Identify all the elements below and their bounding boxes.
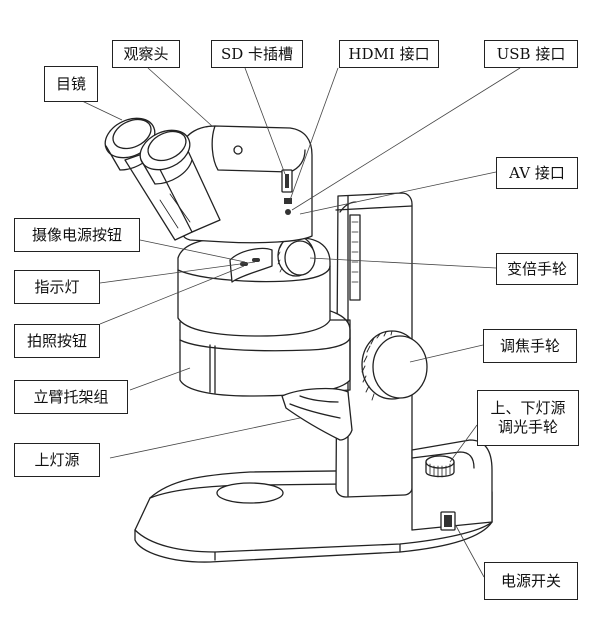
label-power-switch: 电源开关 xyxy=(484,562,578,600)
dimmer-knob-drawing xyxy=(425,455,455,478)
label-photo-button: 拍照按钮 xyxy=(14,324,100,358)
label-upper-light: 上灯源 xyxy=(14,443,100,477)
stage-plate xyxy=(216,482,284,504)
label-sd-slot: SD 卡插槽 xyxy=(211,40,303,68)
label-focus-knob: 调焦手轮 xyxy=(483,329,577,363)
label-av-port: AV 接口 xyxy=(496,157,578,189)
label-indicator-light: 指示灯 xyxy=(14,270,100,304)
label-usb-port: USB 接口 xyxy=(484,40,578,68)
label-light-dimmer-line1: 上、下灯源 xyxy=(490,399,566,418)
leader-lines xyxy=(79,67,521,578)
zoom-knob-drawing xyxy=(277,235,316,277)
eyepiece-tubes xyxy=(104,117,221,241)
label-zoom-knob: 变倍手轮 xyxy=(496,253,578,285)
upper-light-drawing xyxy=(281,387,353,441)
label-hdmi-port: HDMI 接口 xyxy=(339,40,439,68)
label-arm-bracket: 立臂托架组 xyxy=(14,380,128,414)
label-eyepiece: 目镜 xyxy=(44,66,98,102)
label-observation-head: 观察头 xyxy=(112,40,180,68)
focus-knob-drawing xyxy=(361,330,428,401)
label-camera-power-button: 摄像电源按钮 xyxy=(14,218,140,252)
label-light-dimmer: 上、下灯源 调光手轮 xyxy=(477,390,579,446)
label-light-dimmer-line2: 调光手轮 xyxy=(497,418,558,436)
